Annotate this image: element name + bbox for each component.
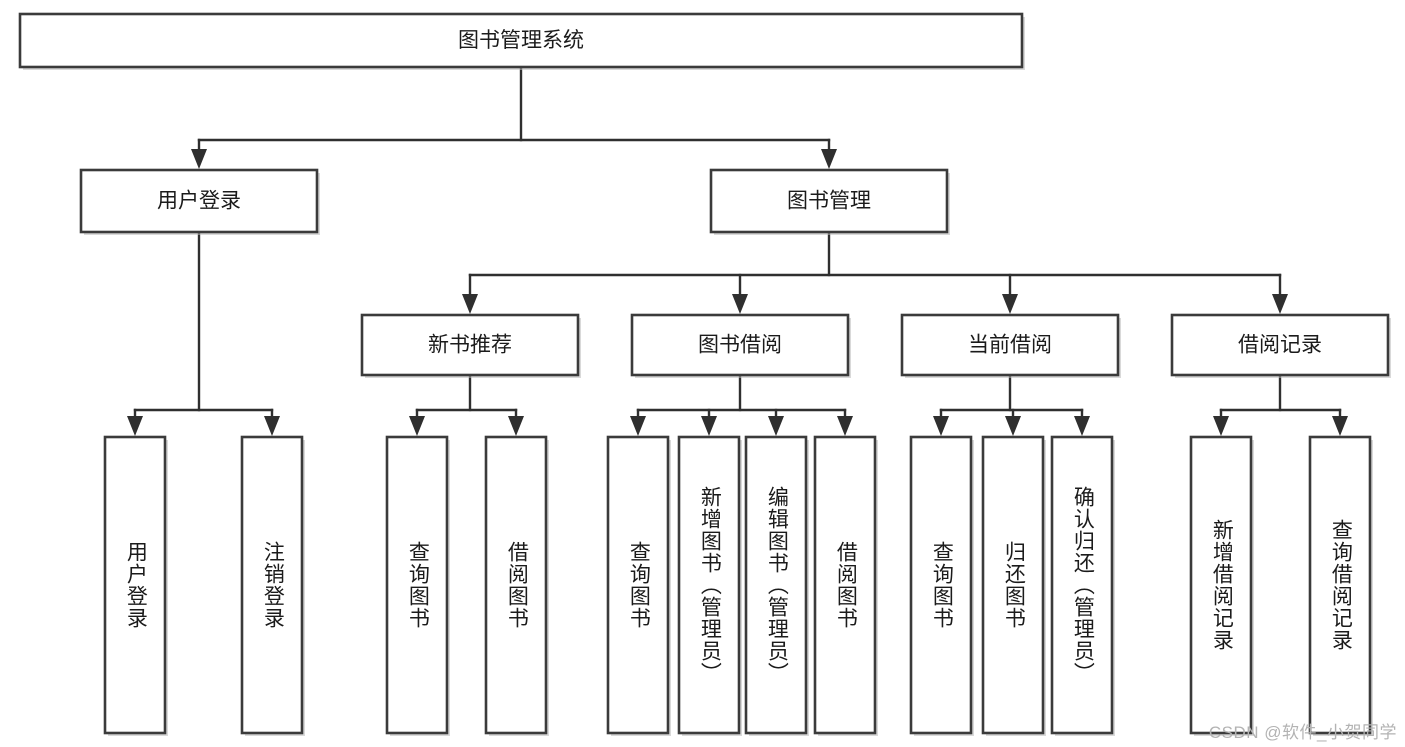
- edge-arrowhead: [191, 149, 207, 169]
- node-label-user-login: 用户登录: [157, 190, 241, 213]
- edge-arrowhead: [933, 416, 949, 436]
- watermark-text: CSDN @软件_小贺同学: [1208, 723, 1397, 742]
- edge-arrowhead: [1332, 416, 1348, 436]
- node-box-leaf-return-book[interactable]: [981, 435, 1045, 735]
- edge-arrowhead: [821, 149, 837, 169]
- node-box-leaf-add-book[interactable]: [677, 435, 741, 735]
- node-label-book-management: 图书管理: [787, 190, 871, 213]
- edge-arrowhead: [1213, 416, 1229, 436]
- node-box-leaf-query-book-rec[interactable]: [385, 435, 449, 735]
- node-label-new-book-recommend: 新书推荐: [428, 334, 512, 357]
- edge-arrowhead: [127, 416, 143, 436]
- node-label-root: 图书管理系统: [458, 29, 584, 52]
- node-box-book-borrow[interactable]: [630, 313, 850, 377]
- edge-arrowhead: [264, 416, 280, 436]
- edge-arrowhead: [701, 416, 717, 436]
- edge-arrowhead: [1002, 294, 1018, 314]
- node-box-leaf-edit-book[interactable]: [744, 435, 808, 735]
- node-box-borrow-record[interactable]: [1170, 313, 1390, 377]
- edge-arrowhead: [508, 416, 524, 436]
- node-box-book-management[interactable]: [709, 168, 949, 234]
- connector-edges-layer: [127, 65, 1348, 436]
- node-box-user-login[interactable]: [79, 168, 319, 234]
- edge-arrowhead: [732, 294, 748, 314]
- node-label-borrow-record: 借阅记录: [1238, 334, 1322, 357]
- edge-arrowhead: [1272, 294, 1288, 314]
- node-box-leaf-confirm-return[interactable]: [1050, 435, 1114, 735]
- node-box-root[interactable]: [18, 12, 1024, 69]
- node-box-leaf-query-borrow-record[interactable]: [1308, 435, 1372, 735]
- node-box-leaf-query-book-borrow[interactable]: [606, 435, 670, 735]
- node-box-leaf-user-login[interactable]: [103, 435, 167, 735]
- edge-arrowhead: [768, 416, 784, 436]
- edge-arrowhead: [1005, 416, 1021, 436]
- edge-arrowhead: [630, 416, 646, 436]
- node-box-leaf-add-borrow-record[interactable]: [1189, 435, 1253, 735]
- node-box-leaf-borrow-book[interactable]: [813, 435, 877, 735]
- node-box-leaf-borrow-book-rec[interactable]: [484, 435, 548, 735]
- node-label-book-borrow: 图书借阅: [698, 334, 782, 357]
- node-label-current-borrow: 当前借阅: [968, 334, 1052, 357]
- node-box-new-book-recommend[interactable]: [360, 313, 580, 377]
- node-box-leaf-query-book-current[interactable]: [909, 435, 973, 735]
- edge-arrowhead: [409, 416, 425, 436]
- edge-arrowhead: [1074, 416, 1090, 436]
- edge-arrowhead: [462, 294, 478, 314]
- node-box-leaf-logout[interactable]: [240, 435, 304, 735]
- node-box-current-borrow[interactable]: [900, 313, 1120, 377]
- edge-arrowhead: [837, 416, 853, 436]
